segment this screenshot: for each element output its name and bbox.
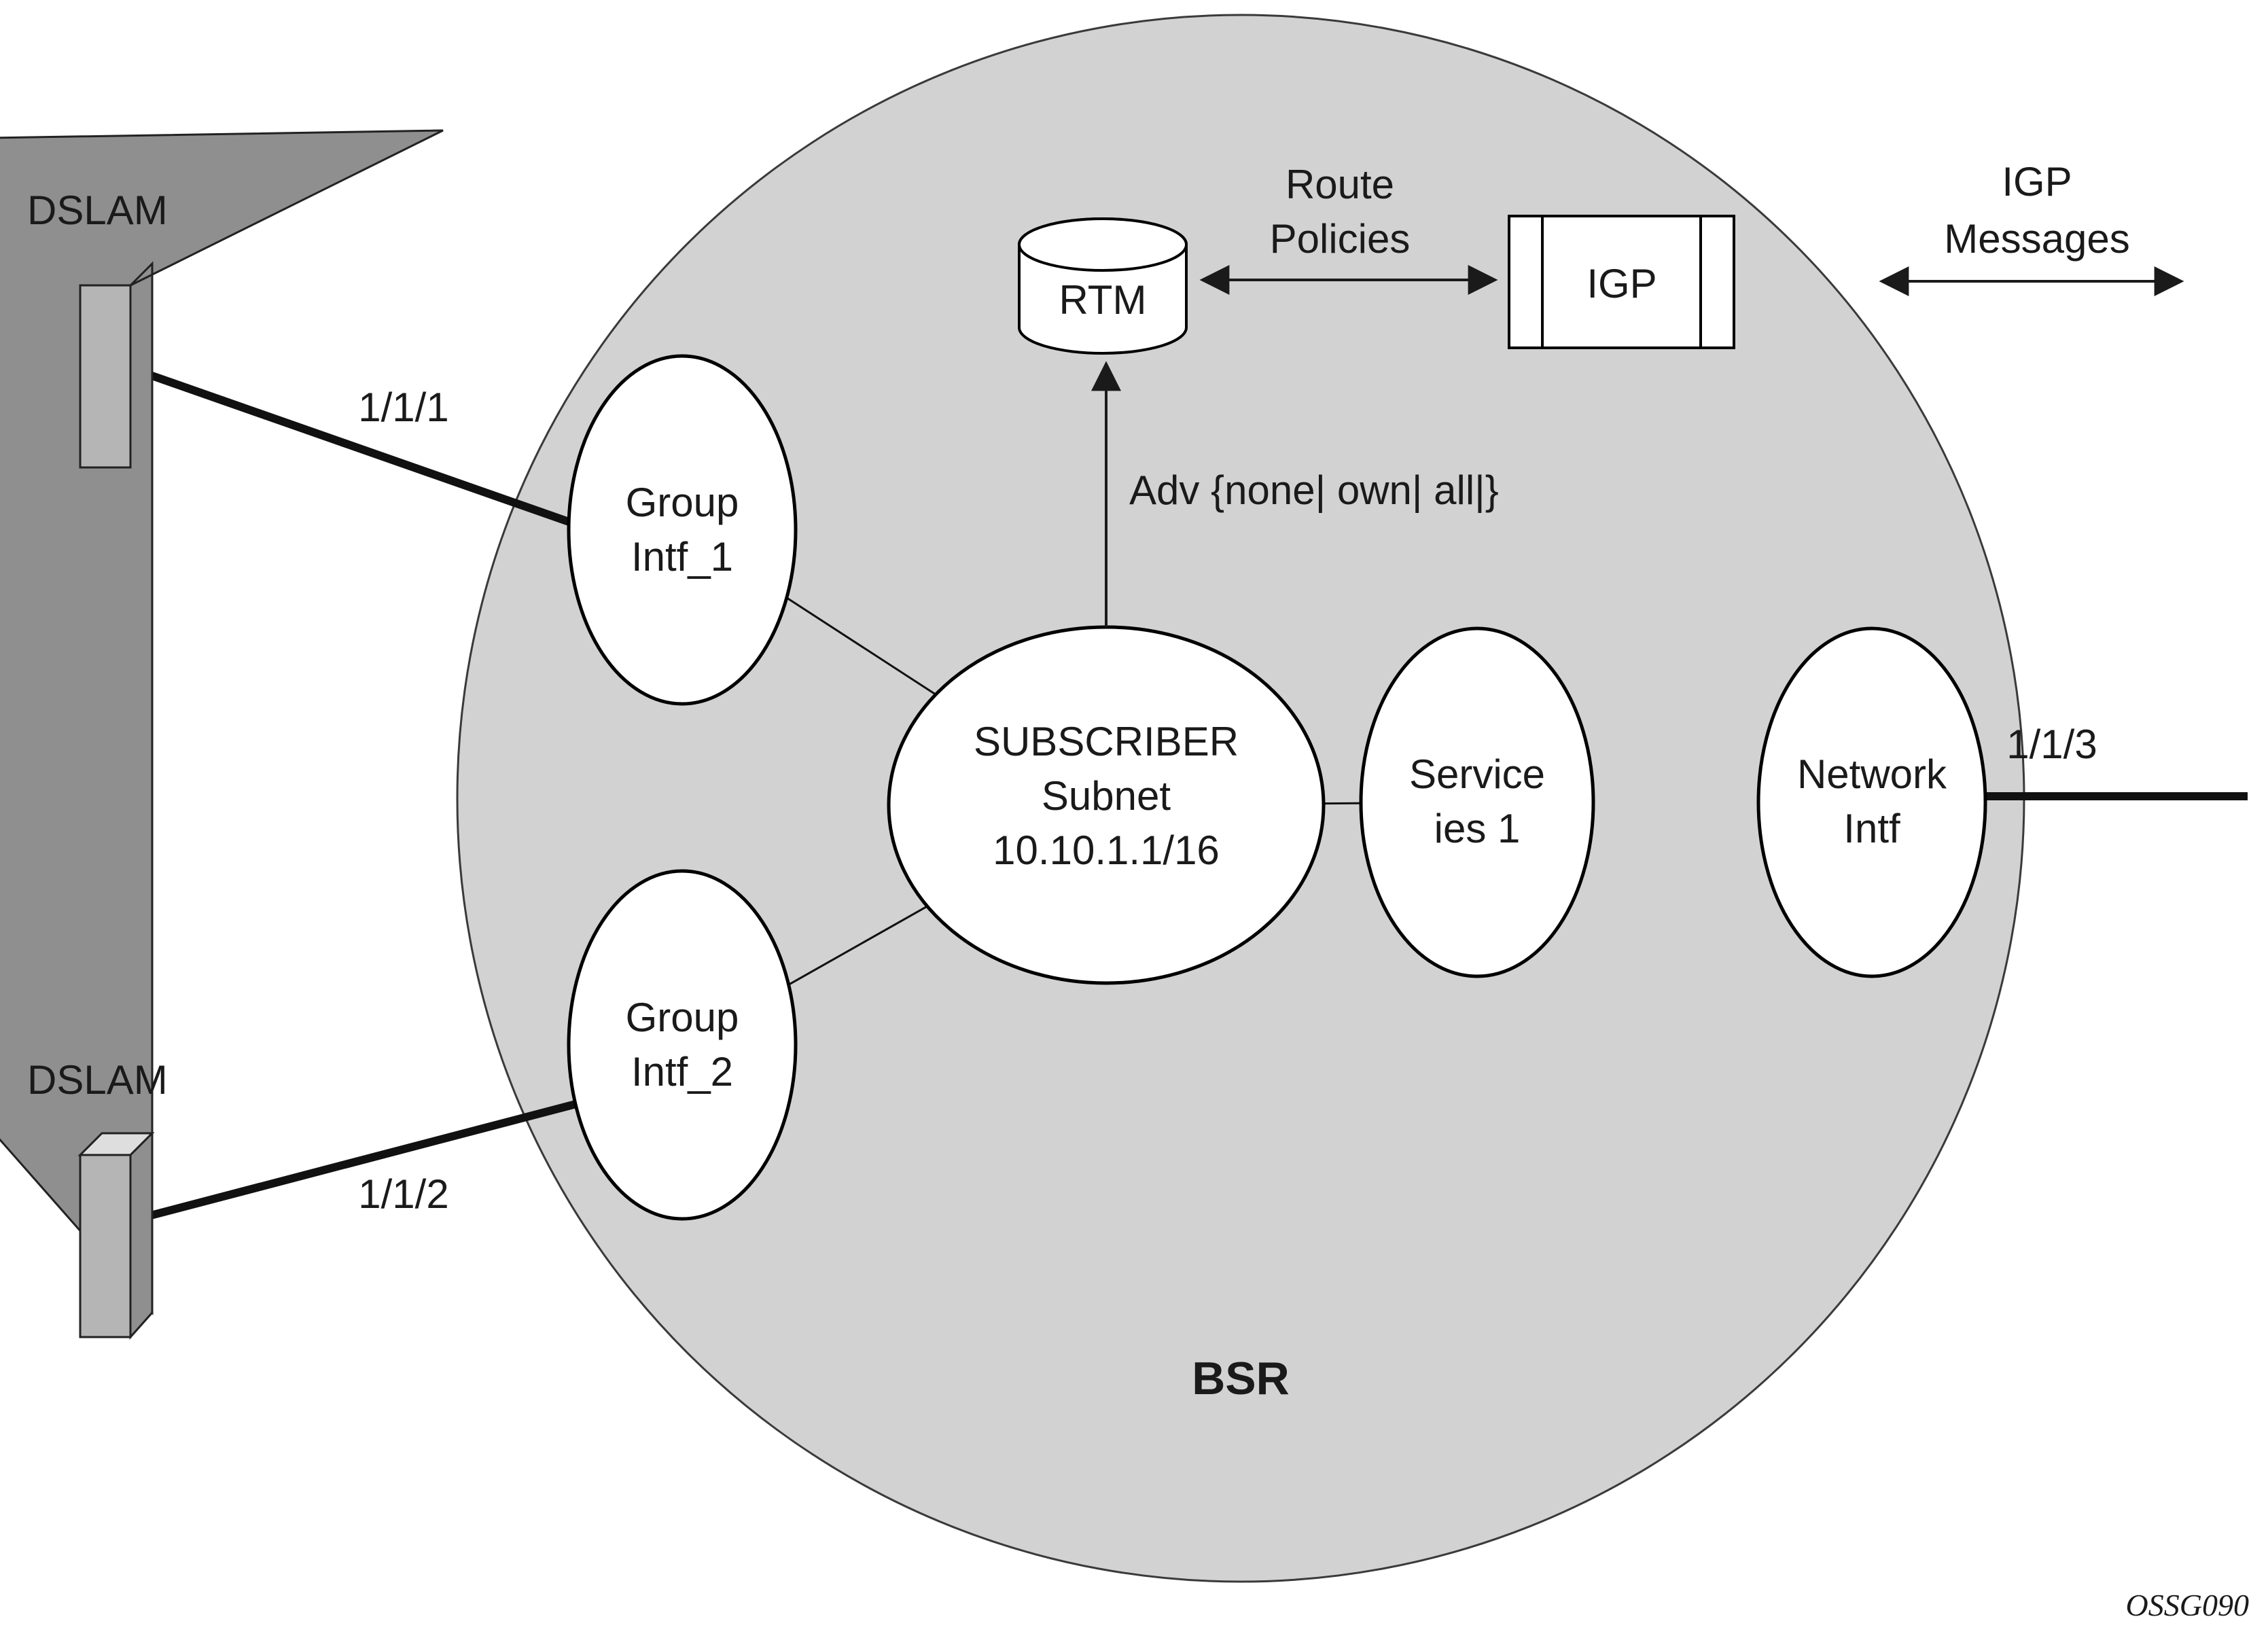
dslam-top-face-front — [79, 284, 132, 469]
igp-box-rect — [1508, 215, 1735, 349]
rtm-cylinder — [1018, 217, 1188, 355]
network-intf-label-line2: Intf — [1843, 806, 1900, 851]
subscriber-label-line1: SUBSCRIBER — [974, 719, 1239, 764]
port-label-1-1-1: 1/1/1 — [358, 385, 448, 430]
group-intf-1-label-line1: Group — [626, 480, 739, 525]
route-policies-label-line1: Route — [1286, 162, 1394, 207]
group-intf-2-node — [567, 869, 798, 1221]
dslam-top-shape — [0, 129, 444, 1315]
group-intf-2-label-line1: Group — [626, 995, 739, 1040]
services-label-line1: Service — [1409, 751, 1545, 797]
dslam-top-face-side — [0, 129, 444, 1315]
group-intf-2-label-line2: Intf_2 — [631, 1049, 733, 1095]
rtm-top-rim — [1018, 217, 1188, 272]
igp-messages-label-line1: IGP — [2002, 159, 2072, 204]
igp-box — [1508, 215, 1735, 349]
group-intf-1-node — [567, 354, 798, 706]
subscriber-label-line3: 10.10.1.1/16 — [993, 828, 1220, 873]
link-dslam2-group2 — [147, 1087, 626, 1220]
figure-id: OSSG090 — [2126, 1588, 2249, 1622]
link-dslam1-group1 — [147, 370, 613, 541]
port-label-1-1-3: 1/1/3 — [2006, 722, 2097, 767]
dslam-top-label: DSLAM — [27, 188, 168, 233]
dslam-bottom-label: DSLAM — [27, 1057, 168, 1103]
dslam-bottom-face-side — [129, 1131, 154, 1340]
igp-label: IGP — [1587, 261, 1656, 306]
route-policies-label-line2: Policies — [1270, 216, 1411, 262]
rtm-label: RTM — [1059, 277, 1147, 323]
dslam-bottom-shape — [77, 1131, 155, 1340]
services-label-line2: ies 1 — [1434, 806, 1521, 851]
network-intf-label-line1: Network — [1797, 751, 1947, 797]
services-node — [1359, 626, 1595, 978]
subscriber-label-line2: Subnet — [1042, 773, 1171, 819]
group-intf-1-label-line2: Intf_1 — [631, 534, 733, 580]
network-intf-node — [1756, 626, 1987, 978]
dslam-bottom-face-front — [79, 1154, 132, 1338]
port-label-1-1-2: 1/1/2 — [358, 1171, 448, 1217]
adv-label: Adv {none| own| all|} — [1129, 467, 1499, 513]
igp-messages-label-line2: Messages — [1944, 216, 2129, 262]
bsr-label: BSR — [1192, 1353, 1290, 1404]
